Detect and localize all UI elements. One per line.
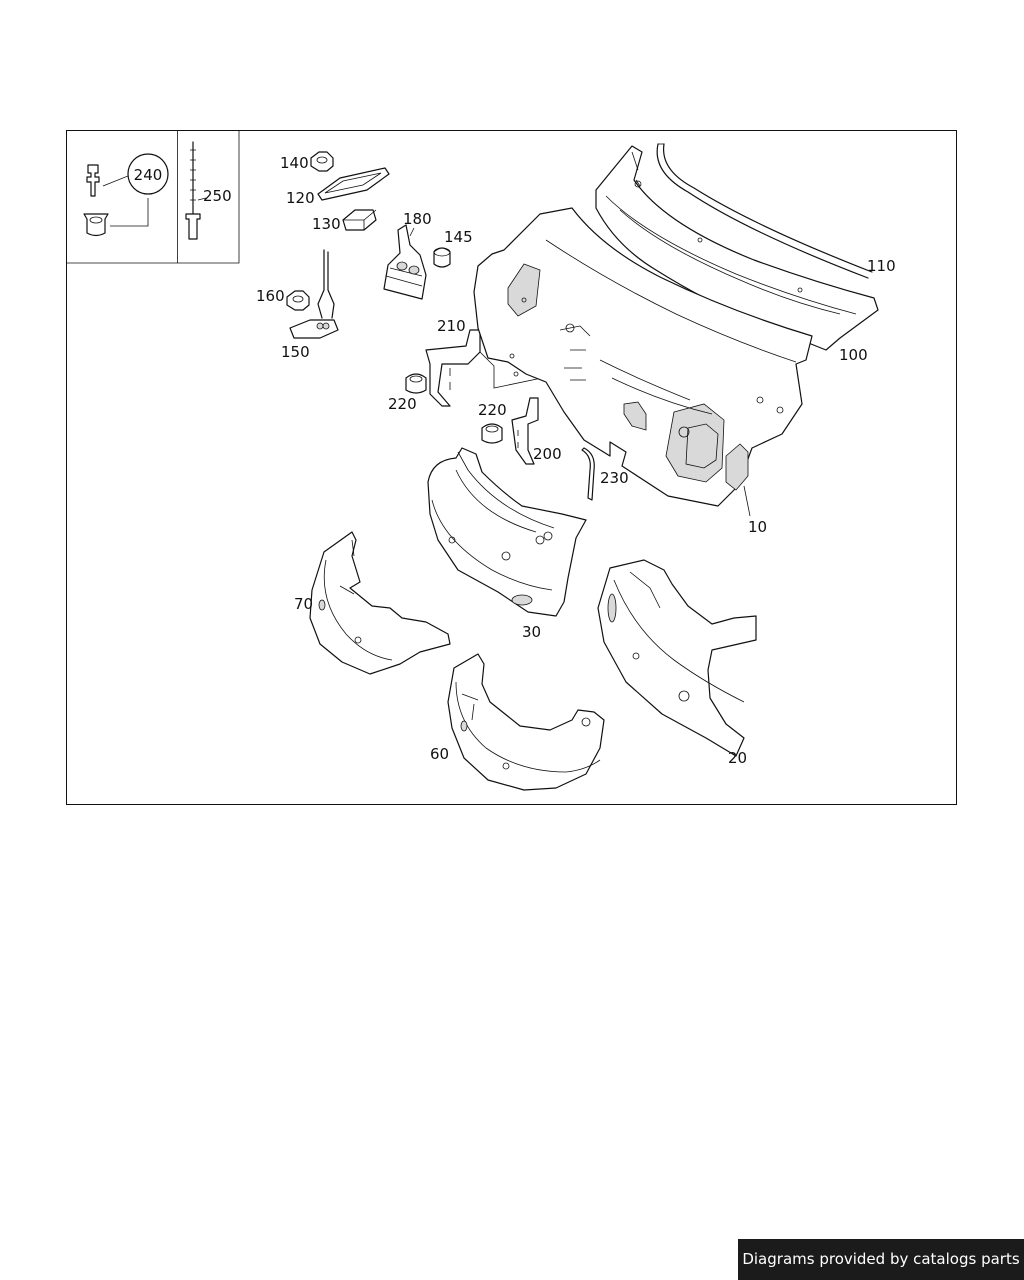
part-label-230: 230 [600,469,629,487]
part-label-240: 240 [134,166,163,184]
parts-diagram-frame: 240 250 140 120 130 180 145 [66,130,957,805]
part-label-220-a: 220 [388,395,417,413]
part-220-nut-b [481,423,503,444]
part-label-210: 210 [437,317,466,335]
catalog-credit-badge: Diagrams provided by catalogs parts [738,1239,1024,1280]
part-label-30: 30 [522,623,541,641]
parts-diagram: 240 250 140 120 130 180 145 [66,130,957,805]
part-label-145: 145 [444,228,473,246]
part-250-rivet [185,141,207,240]
part-20-wheelhouse [597,559,757,757]
inset-box-dividers [66,130,240,264]
part-220-nut-a [405,373,427,394]
part-label-110: 110 [867,257,896,275]
part-130-block [342,209,377,231]
part-label-70: 70 [294,595,313,613]
part-label-150: 150 [281,343,310,361]
part-145-grommet [433,247,451,268]
part-240-fasteners [83,153,169,237]
part-label-220-b: 220 [478,401,507,419]
part-160-nut [286,290,310,311]
part-label-120: 120 [286,189,315,207]
part-label-250: 250 [203,187,232,205]
part-70-liner [309,531,451,675]
part-10-bulkhead [473,207,813,517]
part-label-60: 60 [430,745,449,763]
part-120-gasket [317,167,390,201]
diagram-border [66,130,957,805]
part-label-130: 130 [312,215,341,233]
part-150-bracket [289,249,339,339]
part-30-wheelhouse [427,447,587,617]
part-label-200: 200 [533,445,562,463]
part-180-bracket [383,224,427,300]
part-label-10: 10 [748,518,767,536]
part-label-20: 20 [728,749,747,767]
part-label-140: 140 [280,154,309,172]
part-60-liner [447,653,605,791]
part-200-bracket [511,397,539,465]
part-label-180: 180 [403,210,432,228]
part-100-cowl-panel [595,145,879,351]
part-label-100: 100 [839,346,868,364]
part-label-160: 160 [256,287,285,305]
part-230-strap [581,447,595,501]
part-110-cowl-seal [656,143,873,279]
part-140-nut [310,151,334,172]
